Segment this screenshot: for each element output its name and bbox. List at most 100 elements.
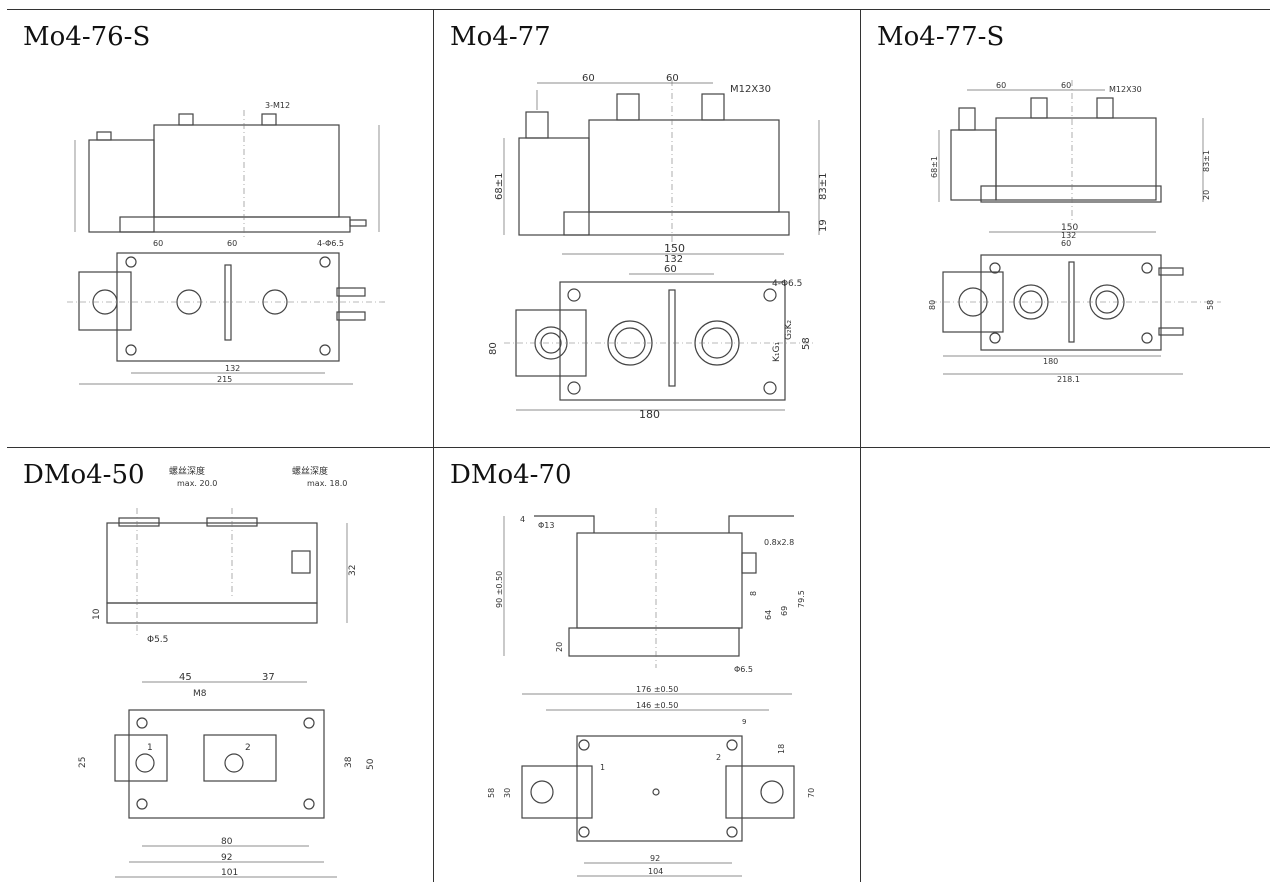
outline-rect	[291, 550, 311, 574]
dimension-label: 92	[221, 853, 232, 863]
dimension-label: 60	[666, 73, 679, 84]
dimension-label: 180	[1043, 357, 1058, 366]
dimension-label: 80	[221, 837, 233, 847]
dimension-label: 58	[1206, 300, 1215, 310]
outline-rect	[203, 734, 277, 782]
outline-rect	[261, 113, 277, 126]
outline-circle	[303, 798, 315, 810]
outline-rect	[106, 522, 318, 604]
outline-rect	[568, 627, 740, 657]
dimension-label: 80	[928, 300, 937, 310]
dimension-label: 218.1	[1057, 375, 1080, 384]
outline-rect	[576, 735, 743, 842]
outline-circle	[136, 798, 148, 810]
panel-title: Mo4-76-S	[23, 22, 151, 52]
outline-circle	[319, 344, 331, 356]
dimension-label: G₂K₂	[784, 320, 794, 340]
dimension-label: 30	[503, 788, 512, 798]
outline-rect	[1096, 97, 1114, 119]
dimension-label: M12X30	[1109, 85, 1142, 94]
outline-rect	[1158, 327, 1184, 336]
dimension-label: 60	[1061, 81, 1071, 90]
outline-circle	[989, 332, 1001, 344]
dimension-label: 83±1	[1202, 150, 1211, 172]
dimension-label: 60	[153, 239, 163, 248]
outline-rect	[588, 119, 780, 213]
mo4-76-s-drawing: 3-M12 132 215 60 60 4-Φ6.5	[67, 101, 387, 385]
dimension-label: 150	[664, 242, 685, 255]
outline-rect	[88, 139, 155, 233]
panel-dmo4-70: DMo4-70 Φ13 4 0.8x2.8 90 ±0.50 79.5 69 6…	[434, 448, 861, 882]
dimension-label: 60	[1061, 239, 1071, 248]
outline-path	[534, 515, 595, 533]
dimension-label: 4-Φ6.5	[772, 279, 802, 289]
dimension-label: 1	[600, 763, 605, 772]
dimension-label: 60	[664, 264, 677, 275]
dimension-label: 螺丝深度	[169, 465, 205, 477]
dimension-label: 58	[487, 788, 496, 798]
outline-rect	[349, 219, 367, 227]
outline-rect	[958, 107, 976, 131]
outline-rect	[559, 281, 786, 401]
dimension-label: 37	[262, 672, 275, 683]
dimension-label: 3-M12	[265, 101, 290, 110]
dimension-label: 68±1	[494, 173, 505, 200]
outline-rect	[153, 124, 340, 218]
outline-circle	[652, 788, 660, 796]
dimension-label: 132	[1061, 231, 1076, 240]
outline-rect	[741, 552, 757, 574]
panel-title: DMo4-50	[23, 460, 145, 490]
dimension-label: 50	[366, 758, 376, 770]
dimension-label: 176 ±0.50	[636, 685, 678, 694]
outline-rect	[118, 517, 160, 527]
outline-rect	[336, 311, 366, 321]
dimension-label: 38	[344, 756, 354, 768]
dimension-label: 10	[92, 608, 102, 620]
panel-dmo4-50: DMo4-50 螺丝深度 max. 20.0 螺丝深度 max. 18.0 32…	[7, 448, 434, 882]
outline-rect	[78, 271, 132, 331]
dimension-label: 92	[650, 854, 660, 863]
outline-circle	[760, 780, 784, 804]
dimension-label: 19	[818, 219, 829, 232]
outline-rect	[224, 264, 232, 341]
dimension-label: 4	[520, 515, 525, 524]
dimension-label: 80	[488, 342, 499, 355]
outline-circle	[1141, 332, 1153, 344]
dimension-label: 0.8x2.8	[764, 538, 794, 547]
outline-circle	[530, 780, 554, 804]
outline-circle	[726, 739, 738, 751]
outline-rect	[518, 137, 590, 236]
dimension-label: 60	[227, 239, 237, 248]
outline-rect	[114, 734, 168, 782]
outline-rect	[96, 131, 112, 141]
dimension-label: max. 18.0	[307, 479, 347, 488]
outline-circle	[319, 256, 331, 268]
dimension-label: 101	[221, 868, 238, 878]
dimension-label: 螺丝深度	[292, 465, 328, 477]
outline-rect	[336, 287, 366, 297]
outline-circle	[763, 288, 777, 302]
outline-circle	[224, 753, 244, 773]
outline-rect	[616, 93, 640, 121]
outline-circle	[1019, 290, 1043, 314]
dimension-label: Φ5.5	[147, 635, 168, 645]
outline-rect	[106, 602, 318, 624]
dimension-label: M12X30	[730, 84, 771, 95]
outline-circle	[1141, 262, 1153, 274]
outline-rect	[521, 765, 593, 819]
dimension-label: 4-Φ6.5	[317, 239, 344, 248]
dimension-label: 215	[217, 375, 232, 384]
outline-rect	[1030, 97, 1048, 119]
dimension-label: max. 20.0	[177, 479, 217, 488]
panel-title: Mo4-77	[450, 22, 551, 52]
dimension-label: 146 ±0.50	[636, 701, 678, 710]
dmo4-50-drawing: 螺丝深度 max. 20.0 螺丝深度 max. 18.0 32 10 Φ5.5…	[78, 465, 376, 878]
outline-rect	[942, 271, 1004, 333]
dimension-label: 132	[225, 364, 240, 373]
outline-circle	[726, 826, 738, 838]
dimension-label: M8	[193, 689, 207, 699]
outline-circle	[614, 327, 646, 359]
dimension-label: 20	[1202, 190, 1211, 200]
outline-circle	[578, 739, 590, 751]
dimension-label: Φ13	[538, 521, 554, 530]
